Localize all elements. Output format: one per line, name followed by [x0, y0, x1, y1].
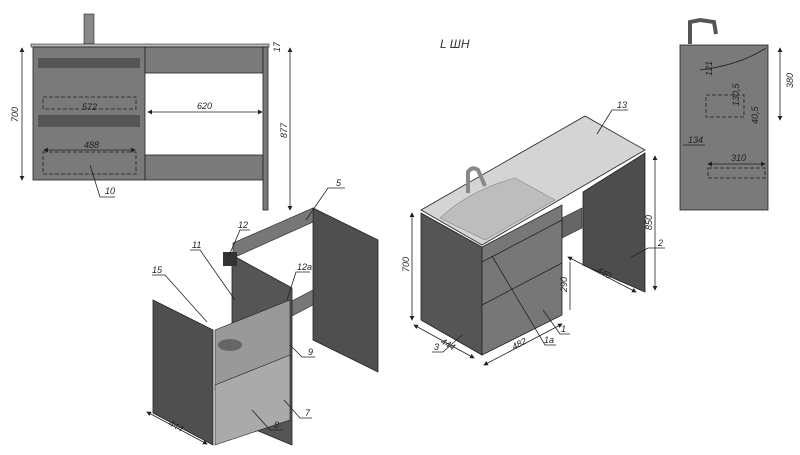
side-view: 380 121 130,5 40,5 134 310: [679, 17, 795, 211]
exploded-view: 444 5 12 11 15 12a 9 7 8: [146, 178, 379, 446]
callout-2: 2: [657, 238, 663, 248]
dim-310: 310: [731, 153, 746, 163]
callout-9: 9: [308, 347, 313, 357]
dim-134: 134: [688, 135, 703, 145]
callout-8: 8: [274, 420, 279, 430]
cabinet-body: [32, 46, 146, 181]
dim-290: 290: [559, 277, 569, 293]
dim-620: 620: [197, 101, 212, 111]
callout-5: 5: [336, 178, 342, 188]
dim-700-iso: 700: [401, 257, 411, 272]
drawer-fronts: [481, 204, 563, 356]
side-panel-5: [312, 207, 379, 373]
dim-130-5: 130,5: [731, 82, 741, 106]
side-leg: [262, 46, 269, 211]
callout-11: 11: [192, 240, 201, 250]
dim-40-5: 40,5: [750, 105, 760, 124]
dim-380: 380: [785, 73, 795, 88]
faucet-icon: [466, 166, 487, 193]
callout-15: 15: [152, 265, 163, 275]
side-panel: [679, 44, 769, 211]
dim-121: 121: [704, 61, 714, 76]
dim-700: 700: [10, 107, 20, 122]
faucet-icon: [688, 17, 718, 44]
callout-3: 3: [434, 342, 439, 352]
dim-877: 877: [279, 122, 289, 138]
drawing-title: L ШН: [440, 37, 470, 51]
callout-10: 10: [105, 186, 115, 196]
callout-12a: 12a: [297, 262, 312, 272]
drawer-rail: [38, 58, 140, 68]
callout-12: 12: [238, 220, 248, 230]
callout-7: 7: [305, 408, 311, 418]
dim-850: 850: [644, 215, 654, 230]
dim-572: 572: [82, 102, 97, 112]
front-view: 700 572 488 620 877 17 10: [10, 13, 293, 211]
sink-basin: [439, 177, 556, 241]
faucet-icon: [83, 13, 95, 45]
iso-view: 700 850 290 444 482 440 13 2 1 1a 3: [401, 100, 665, 366]
drawer-rail: [38, 115, 140, 127]
hanging-bracket: [223, 252, 237, 266]
countertop: [30, 43, 270, 48]
callout-1: 1: [561, 324, 566, 334]
side-panel-15: [152, 299, 214, 446]
callout-13: 13: [617, 100, 627, 110]
lower-drawer: [214, 354, 291, 446]
back-rail: [232, 207, 314, 259]
dim-488: 488: [84, 140, 99, 150]
callout-1a: 1a: [544, 335, 554, 345]
dim-17: 17: [272, 41, 282, 52]
